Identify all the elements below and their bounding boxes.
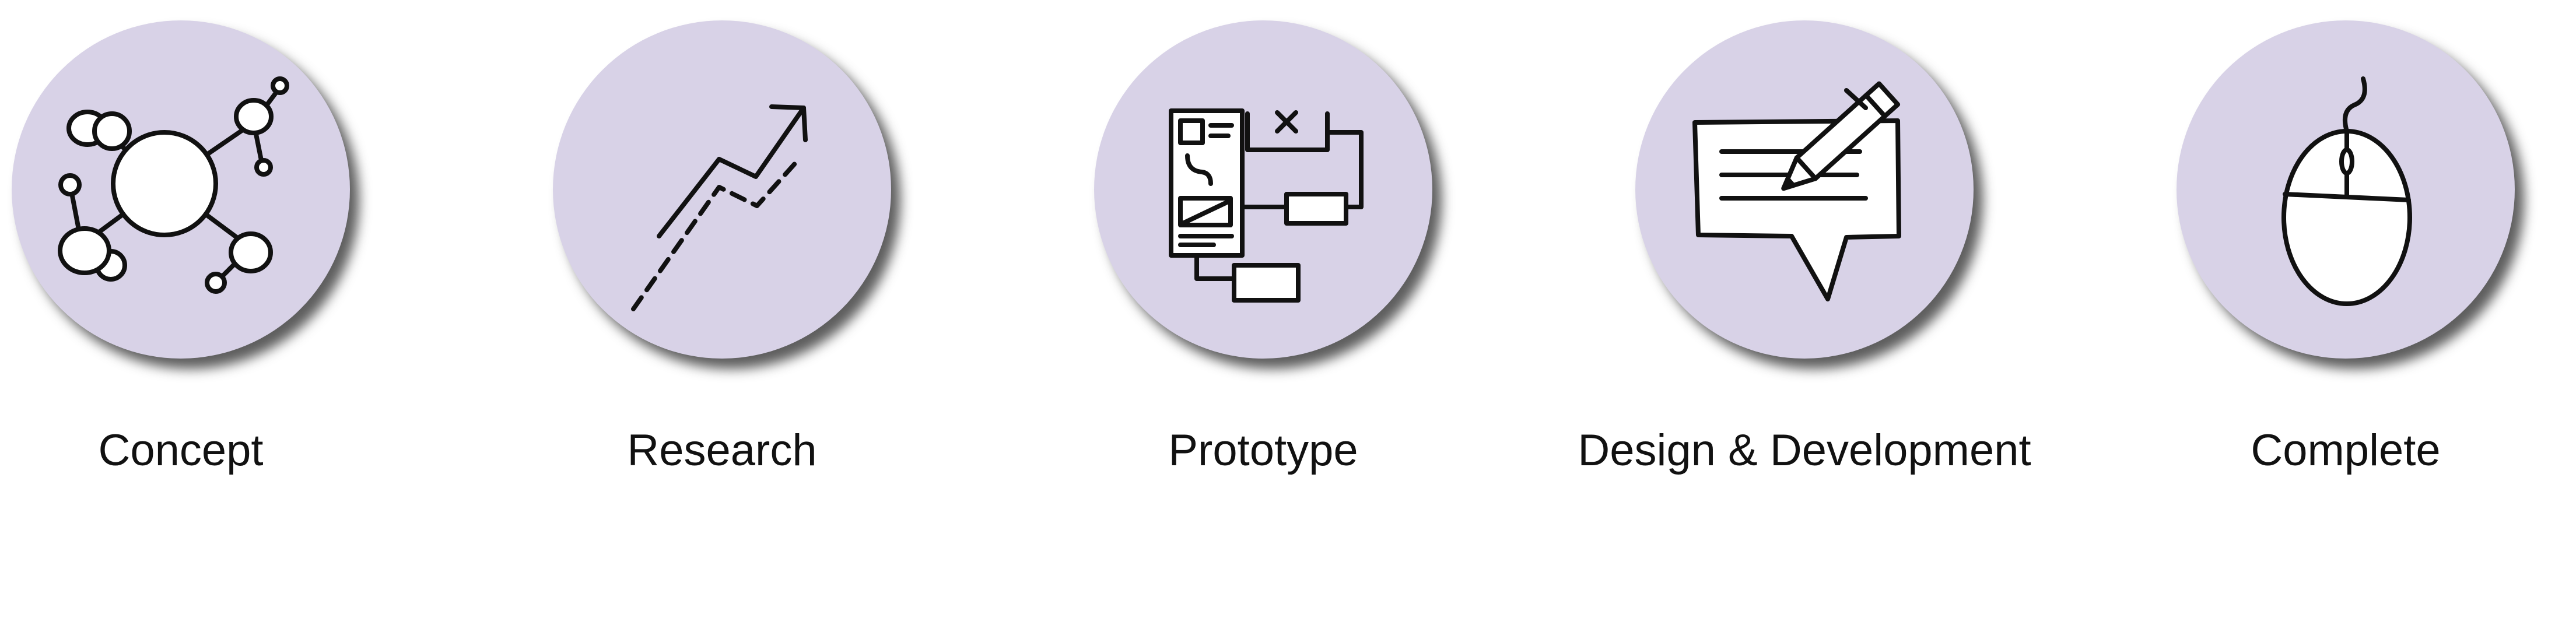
step-research: Research [541, 0, 903, 525]
flowchart-wireframe-icon [1094, 20, 1432, 359]
step-label: Prototype [1168, 426, 1358, 475]
step-label: Complete [2251, 426, 2441, 475]
step-label: Concept [98, 426, 264, 475]
network-nodes-icon [12, 20, 350, 359]
trend-arrow-icon [553, 20, 891, 359]
speech-bubble-pencil-icon [1635, 20, 1974, 359]
step-design-development: Design & Development [1578, 0, 2031, 525]
step-label: Design & Development [1578, 426, 2031, 475]
computer-mouse-icon [2177, 20, 2515, 359]
step-complete: Complete [2165, 0, 2526, 525]
step-concept: Concept [0, 0, 362, 525]
step-prototype: Prototype [1082, 0, 1444, 525]
step-label: Research [627, 426, 817, 475]
